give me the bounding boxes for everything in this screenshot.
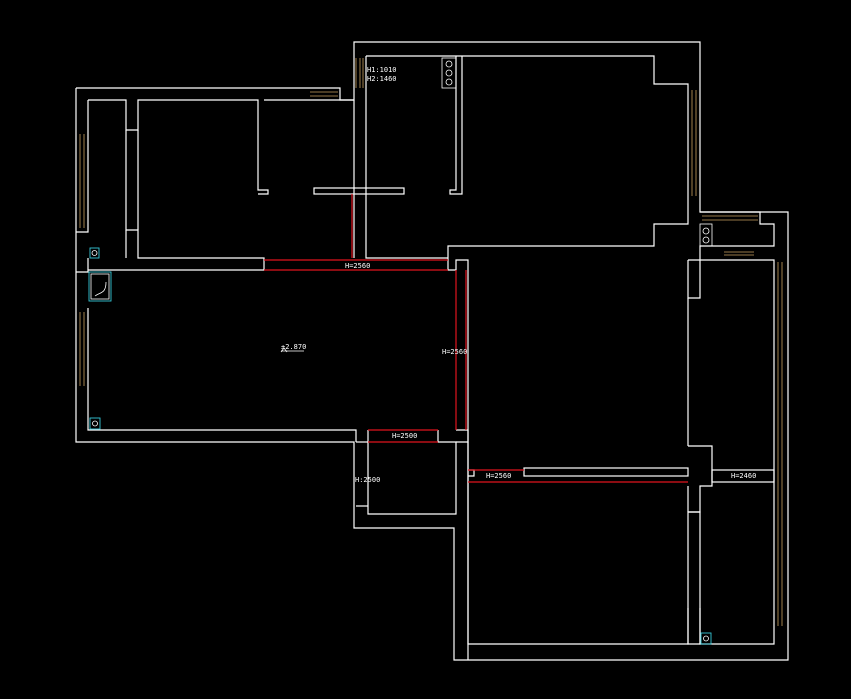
- pipe-2-icon: [702, 236, 710, 244]
- bathroom-walls: [356, 429, 469, 660]
- kitchen-wall: [366, 55, 689, 271]
- gas-stove: [441, 57, 457, 89]
- kitchen-walls: [313, 55, 689, 271]
- exterior-wall-outline: [75, 41, 789, 661]
- burner-2-icon: [445, 69, 453, 77]
- window-h1-label: H1:1010: [367, 66, 397, 74]
- sink-fixture: [88, 271, 112, 302]
- burner-3-icon: [445, 78, 453, 86]
- beam-bath-side-label: H:2500: [355, 476, 380, 484]
- fixtures: [88, 247, 712, 645]
- elevation-label: ±2.870: [281, 343, 306, 351]
- beam-living-right-label: H=2560: [442, 348, 467, 356]
- kitchen-left-wall: [365, 56, 448, 259]
- bedroom-outline: [467, 259, 775, 645]
- bedroom-jamb-bottom: [687, 608, 701, 645]
- burner-1-icon: [445, 60, 453, 68]
- right-rooms: [467, 211, 775, 645]
- beam-bedroom-label: H=2560: [486, 472, 511, 480]
- left-room-bottom: [88, 130, 265, 271]
- bathroom-outline: [367, 430, 457, 515]
- sink-curve-icon: [94, 281, 107, 297]
- drain-hole-2: [92, 420, 98, 427]
- window-h2-label: H2:1460: [367, 75, 397, 83]
- upper-right-service: [688, 211, 775, 261]
- windows: [79, 58, 783, 626]
- utility-box: [699, 223, 713, 247]
- bathroom-jamb: [456, 429, 469, 443]
- left-window-jamb-top: [76, 100, 89, 233]
- left-room-wall: [88, 99, 269, 195]
- drain-icon-1: [89, 247, 100, 259]
- beam-living-top-label: H=2560: [345, 262, 370, 270]
- beam-balcony-label: H=2460: [731, 472, 756, 480]
- living-inner-bottom: [87, 308, 357, 442]
- beam-bath-top-label: H=2500: [392, 432, 417, 440]
- drain-hole-1: [91, 250, 98, 256]
- drain-hole-3: [703, 635, 709, 642]
- partition-stub: [468, 469, 475, 477]
- drain-icon-2: [89, 417, 101, 430]
- kitchen-counter: [313, 187, 405, 195]
- bedroom-partition: [523, 467, 689, 477]
- left-window-jamb-mid: [76, 258, 89, 273]
- bedroom-column: [688, 445, 713, 513]
- outer-walls: [75, 41, 789, 661]
- balcony-partition: [711, 469, 775, 483]
- kitchen-partition: [449, 56, 463, 195]
- pipe-1-icon: [702, 227, 710, 235]
- beams: [264, 194, 688, 483]
- labels: H1:1010 H2:1460 H=2560 H=2560 H=2500 H:2…: [280, 66, 756, 484]
- sink-basin: [90, 273, 110, 300]
- drain-icon-3: [700, 632, 712, 645]
- bedroom-jamb-top: [687, 260, 701, 299]
- elevation-marker-icon: [280, 347, 288, 353]
